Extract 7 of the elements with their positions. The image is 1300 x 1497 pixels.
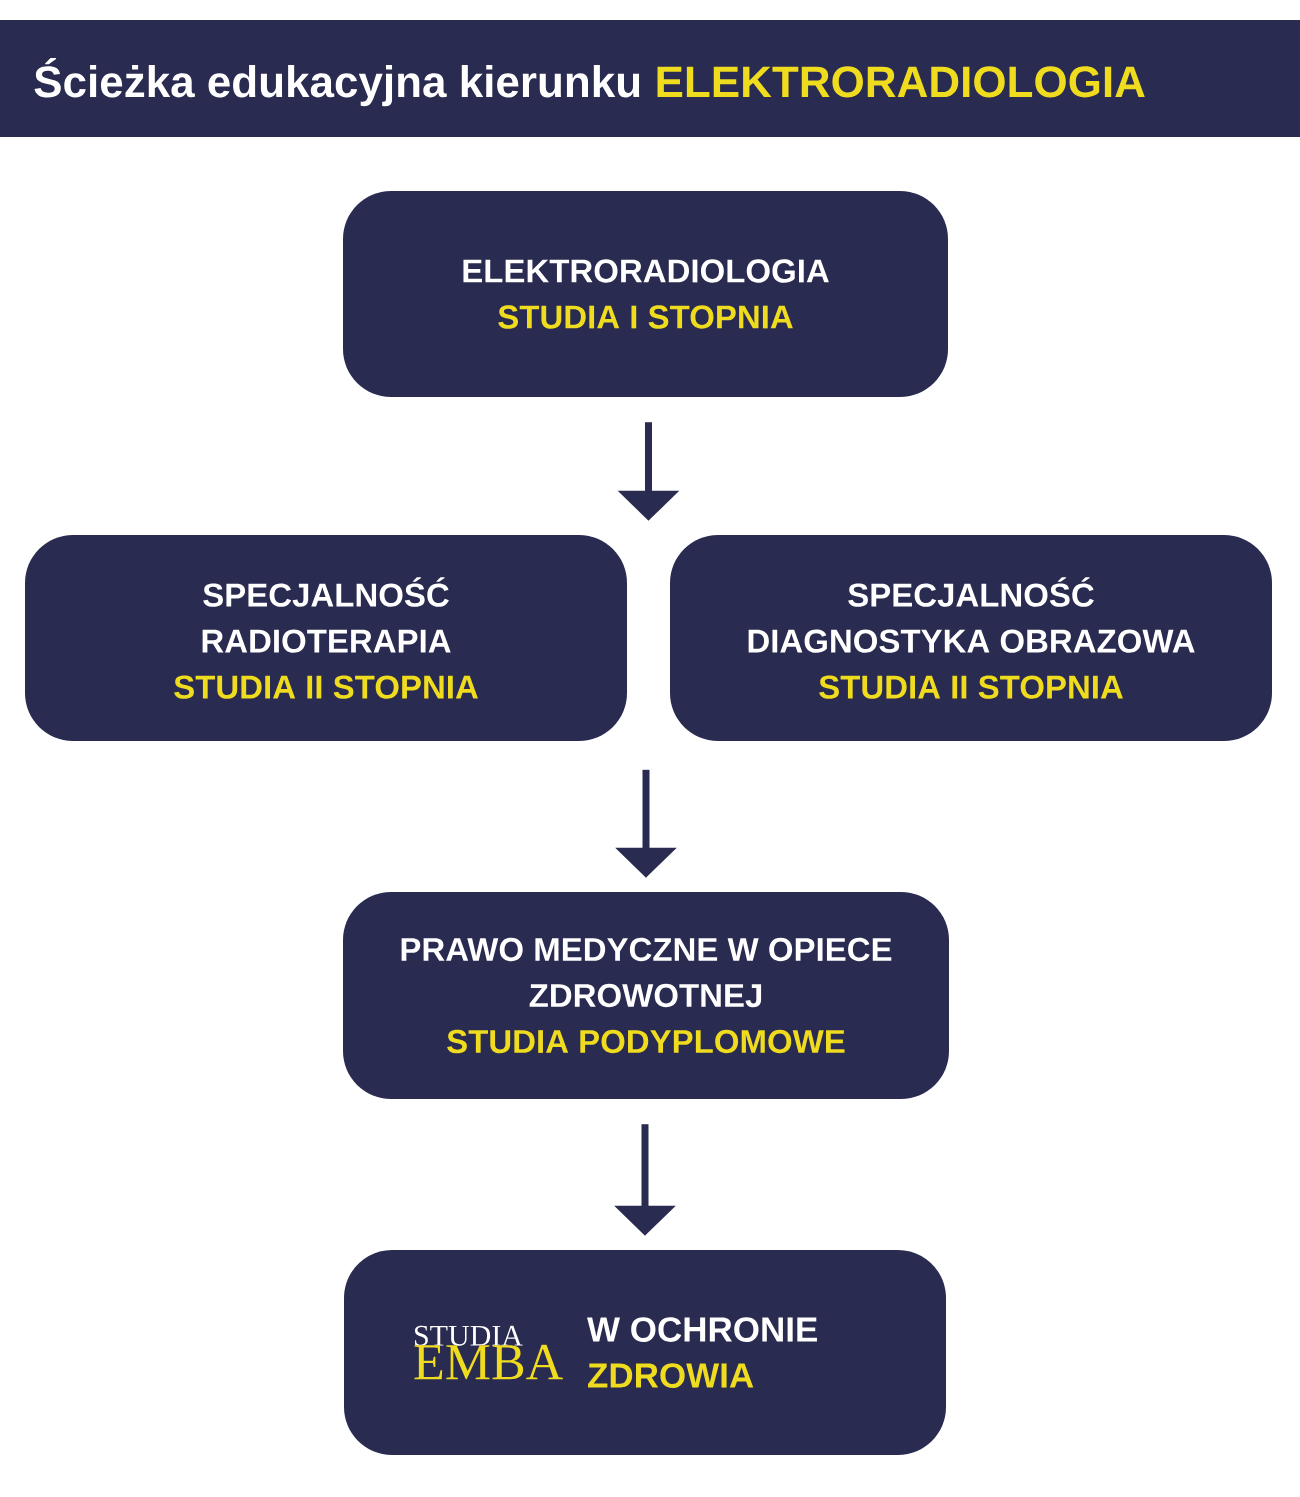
- process-box: PRAWO MEDYCZNE W OPIECE ZDROWOTNEJ STUDIA PODYPLOMOWE: [343, 892, 949, 1099]
- title-highlight: ELEKTRORADIOLOGIA: [657, 66, 1145, 98]
- process-box: STUDIA EMBA W OCHRONIE ZDROWIA: [344, 1250, 946, 1455]
- process-box: SPECJALNOŚĆ DIAGNOSTYKA OBRAZOWA STUDIA II STOPNIA: [670, 535, 1272, 741]
- process-box: ELEKTRORADIOLOGIA STUDIA I STOPNIA: [343, 191, 948, 397]
- process-box: SPECJALNOŚĆ RADIOTERAPIA STUDIA II STOPNIA: [25, 535, 627, 741]
- title: Ścieżka edukacyjna kierunku: [34, 58, 640, 107]
